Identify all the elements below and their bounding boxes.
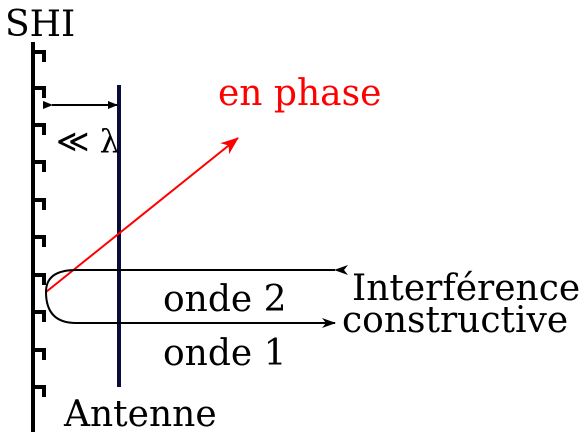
spacing-label: ≪ λ xyxy=(56,122,120,160)
surface-teeth xyxy=(33,50,46,397)
interference-label-line2: constructive xyxy=(342,300,568,341)
interference-label-line1: Interférence xyxy=(352,268,580,309)
wave-2-path xyxy=(45,265,348,293)
wave-1-path xyxy=(45,291,336,328)
in-phase-label: en phase xyxy=(218,73,381,114)
surface-label: SHI xyxy=(5,4,75,45)
antenna-label: Antenne xyxy=(63,394,217,432)
high-impedance-surface xyxy=(31,42,46,432)
wave-1-label: onde 1 xyxy=(163,333,287,374)
in-phase-arrow xyxy=(45,137,239,293)
wave-2-label: onde 2 xyxy=(163,279,287,320)
